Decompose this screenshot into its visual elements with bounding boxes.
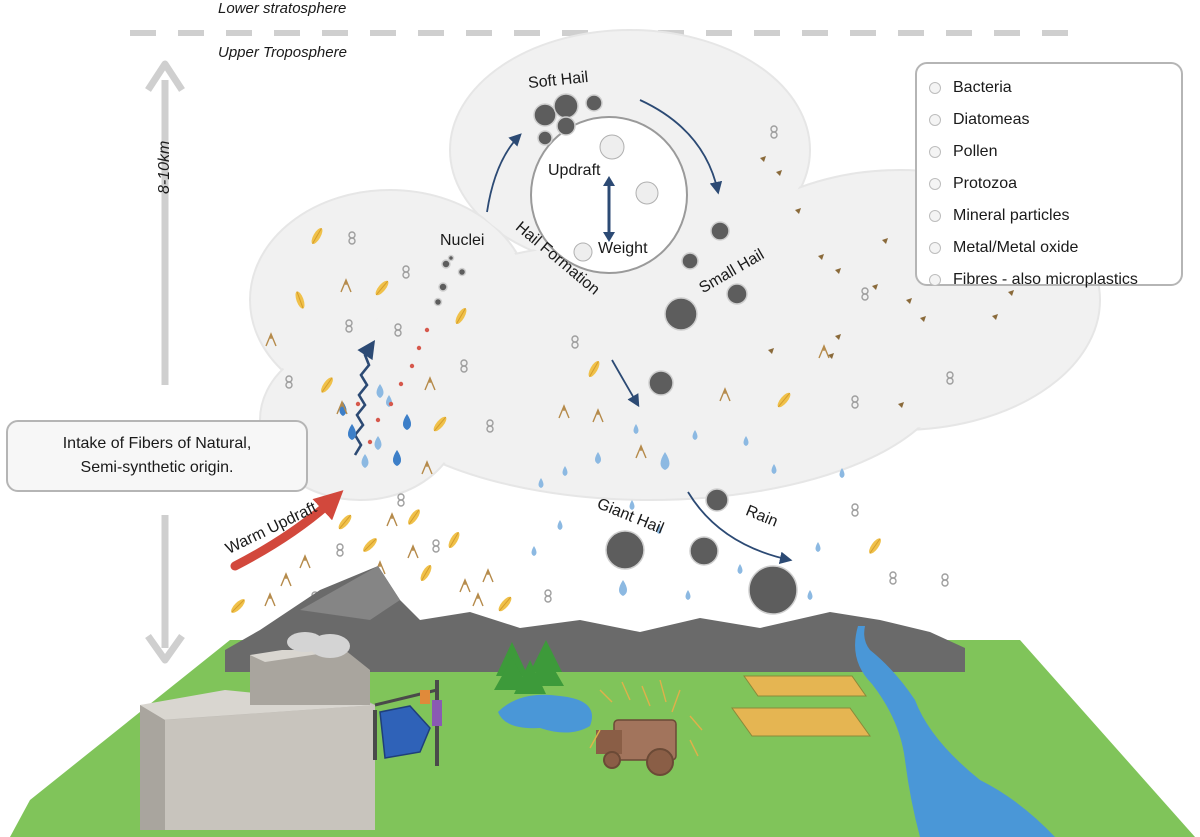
legend-dot-icon: [929, 82, 941, 94]
intake-line-2: Semi-synthetic origin.: [80, 459, 234, 476]
intake-box: Intake of Fibers of Natural, Semi-synthe…: [6, 420, 308, 492]
legend-item-mineral: Mineral particles: [929, 200, 1181, 232]
tractor: [596, 719, 677, 776]
legend-item-pollen: Pollen: [929, 136, 1181, 168]
diatom-particles: [760, 156, 1014, 408]
upper-troposphere-label: Upper Troposphere: [218, 44, 347, 61]
legend-item-protozoa: Protozoa: [929, 168, 1181, 200]
legend: Bacteria Diatomeas Pollen Protozoa Miner…: [915, 62, 1183, 288]
altitude-label: 8-10km: [156, 140, 173, 194]
hail-formation-circle: [530, 116, 688, 274]
factory: [140, 650, 375, 830]
updraft-label: Updraft: [548, 162, 601, 179]
legend-dot-icon: [929, 274, 941, 286]
nuclei-label: Nuclei: [440, 232, 485, 249]
legend-dot-icon: [929, 178, 941, 190]
lower-stratosphere-label: Lower stratosphere: [218, 0, 347, 17]
legend-item-metal: Metal/Metal oxide: [929, 232, 1181, 264]
warm-updraft-arrow: [230, 490, 344, 571]
intake-line-1: Intake of Fibers of Natural,: [62, 435, 252, 452]
legend-dot-icon: [929, 242, 941, 254]
legend-dot-icon: [929, 146, 941, 158]
legend-item-fibres: Fibres - also microplastics: [929, 264, 1181, 296]
legend-item-diatomeas: Diatomeas: [929, 104, 1181, 136]
legend-dot-icon: [929, 210, 941, 222]
hail-stones: [433, 93, 798, 615]
pond: [498, 694, 592, 733]
wheat-straws: [589, 679, 703, 757]
cycle-arrows: [486, 99, 793, 565]
clothesline: [373, 680, 442, 766]
altitude-arrow: [145, 60, 185, 664]
river: [855, 626, 1055, 837]
fields: [731, 675, 871, 737]
legend-item-bacteria: Bacteria: [929, 72, 1181, 104]
trees: [494, 640, 564, 694]
weight-label: Weight: [598, 240, 648, 257]
smoke: [287, 632, 350, 658]
legend-dot-icon: [929, 114, 941, 126]
warm-particles: [355, 327, 430, 445]
mountains: [225, 566, 965, 672]
wavy-updraft-arrow: [353, 339, 376, 456]
